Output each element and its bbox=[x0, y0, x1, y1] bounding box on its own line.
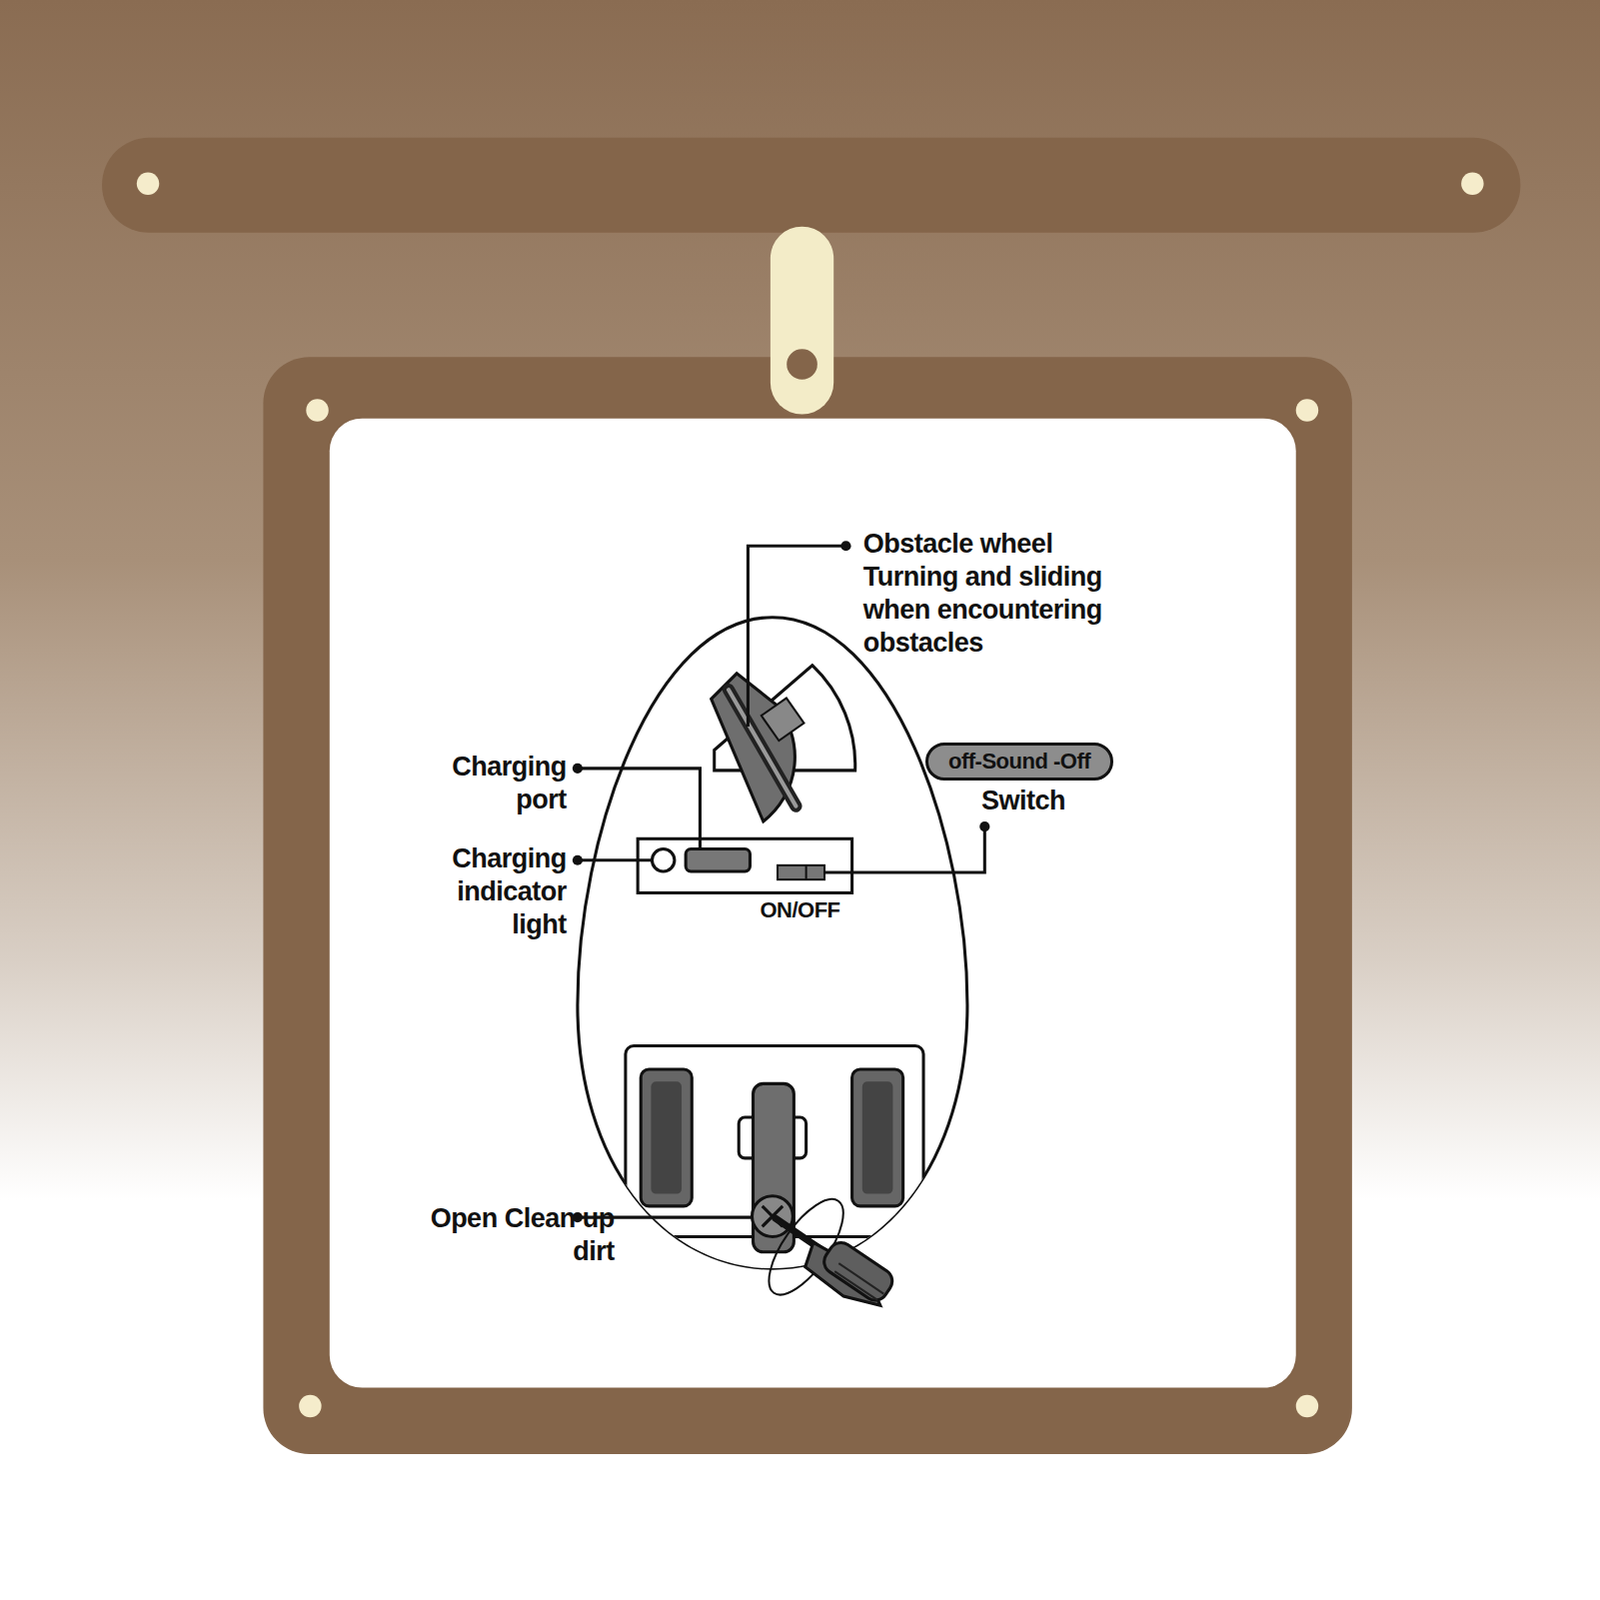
on-off-switch bbox=[777, 865, 825, 880]
sound-switch-pill: off-Sound -Off bbox=[925, 742, 1115, 781]
indicator-light bbox=[651, 849, 674, 872]
sign-panel bbox=[329, 418, 1297, 1389]
drive-wheel bbox=[640, 1069, 692, 1207]
switch-label: off-Sound -Off bbox=[948, 748, 1091, 775]
callout-label: Charging port bbox=[413, 750, 567, 817]
drive-wheel bbox=[852, 1069, 904, 1207]
callout-label: Open Clean up dirt bbox=[409, 1202, 614, 1269]
switch-panel bbox=[637, 838, 852, 893]
charging-port bbox=[685, 849, 750, 872]
screw bbox=[752, 1196, 794, 1238]
callout-label: Switch bbox=[921, 784, 1126, 818]
callout-label: Obstacle wheel Turning and sliding when … bbox=[863, 527, 1155, 660]
hanging-bar bbox=[101, 137, 1521, 233]
hanger-tab bbox=[770, 226, 834, 415]
callout-label: Charging indicator light bbox=[402, 842, 566, 942]
sign-frame bbox=[262, 356, 1352, 1455]
obstacle-wheel bbox=[711, 673, 796, 822]
switch-marking: ON/OFF bbox=[718, 896, 882, 925]
